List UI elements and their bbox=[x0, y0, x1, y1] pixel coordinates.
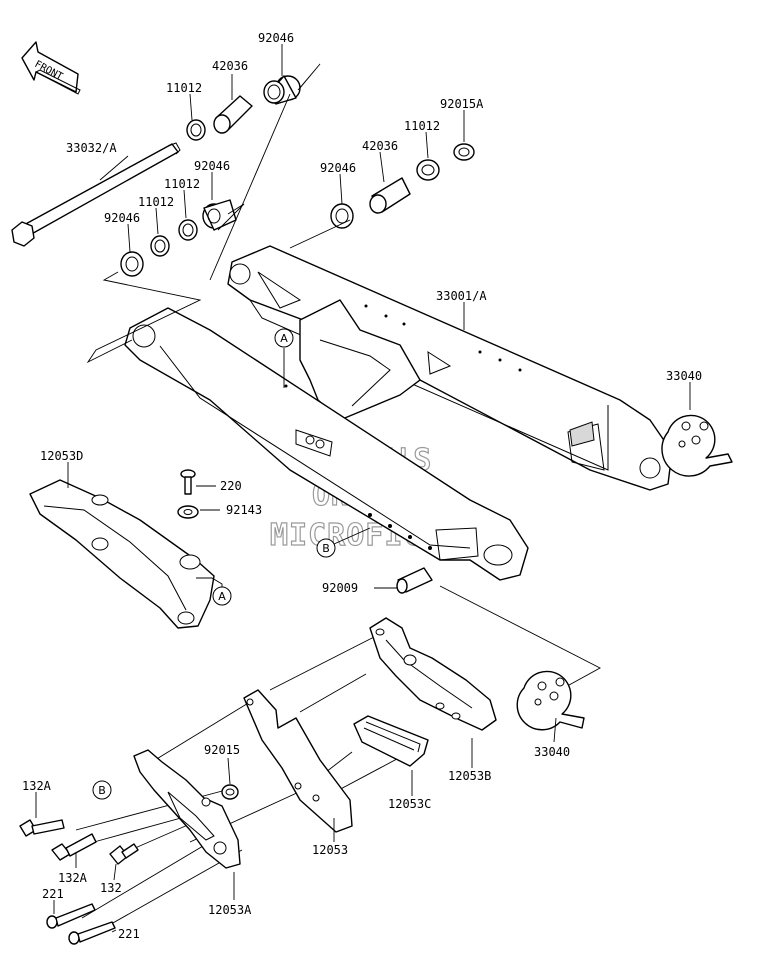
screw-221-lower-icon bbox=[68, 921, 116, 945]
callout-b-swingarm: B bbox=[316, 527, 371, 558]
part-label: 12053D bbox=[40, 449, 83, 463]
part-label: 92046 bbox=[194, 159, 230, 173]
front-arrow-icon: FRONT bbox=[21, 41, 81, 95]
callout-a-swingarm: A bbox=[274, 328, 294, 388]
part-label: 92046 bbox=[320, 161, 356, 175]
left-bearing-stack bbox=[120, 199, 237, 277]
bolt-132-icon bbox=[109, 843, 139, 865]
callout-a-guide: A bbox=[196, 577, 232, 606]
part-label: 33040 bbox=[534, 745, 570, 759]
collar-42036-top-icon bbox=[213, 95, 253, 134]
seal-11012-low-icon bbox=[150, 235, 170, 257]
seal-11012-mid-icon bbox=[178, 219, 198, 241]
label-leaders bbox=[35, 44, 691, 933]
part-label: 92015A bbox=[440, 97, 484, 111]
callout-a-guide-letter: A bbox=[218, 590, 226, 603]
bearing-92046-top-icon bbox=[263, 75, 301, 105]
bolt-132a-lower-icon bbox=[51, 833, 97, 861]
part-label: 92046 bbox=[258, 31, 294, 45]
part-label: 42036 bbox=[362, 139, 398, 153]
chain-adjuster-33040-top-icon bbox=[661, 414, 733, 477]
swingarm-33001a bbox=[124, 245, 673, 581]
part-label: 92143 bbox=[226, 503, 262, 517]
part-label: 11012 bbox=[164, 177, 200, 191]
part-label: 33040 bbox=[666, 369, 702, 383]
part-label: 221 bbox=[118, 927, 140, 941]
part-label: 132A bbox=[58, 871, 88, 885]
bearing-92046-low-icon bbox=[120, 251, 144, 277]
part-label: 12053A bbox=[208, 903, 252, 917]
callout-b-swingarm-letter: B bbox=[322, 542, 330, 555]
part-label: 12053 bbox=[312, 843, 348, 857]
stud-92009-icon bbox=[396, 567, 433, 594]
part-label: 33032/A bbox=[66, 141, 117, 155]
chain-guide-12053 bbox=[243, 689, 353, 833]
part-label: 221 bbox=[42, 887, 64, 901]
bolt-220-icon bbox=[180, 469, 196, 495]
part-label: 11012 bbox=[404, 119, 440, 133]
callout-b-guide: B bbox=[92, 780, 112, 800]
part-label: 12053C bbox=[388, 797, 431, 811]
part-label: 132A bbox=[22, 779, 52, 793]
part-label: 92015 bbox=[204, 743, 240, 757]
chain-guide-12053a bbox=[133, 749, 241, 869]
collar-42036-right-icon bbox=[369, 177, 411, 214]
part-label: 12053B bbox=[448, 769, 491, 783]
washer-92143-icon bbox=[177, 505, 199, 519]
part-label: 92009 bbox=[322, 581, 358, 595]
chain-guide-12053b bbox=[369, 617, 497, 731]
part-label: 92046 bbox=[104, 211, 140, 225]
nut-92015-icon bbox=[221, 784, 239, 800]
part-label: 220 bbox=[220, 479, 242, 493]
part-label: 42036 bbox=[212, 59, 248, 73]
part-label: 33001/A bbox=[436, 289, 487, 303]
part-label: 11012 bbox=[138, 195, 174, 209]
part-labels: 92046 42036 11012 92015A 11012 42036 920… bbox=[22, 31, 702, 941]
part-label: 132 bbox=[100, 881, 122, 895]
screw-221-upper-icon bbox=[46, 903, 96, 929]
bearing-92046-right-icon bbox=[330, 203, 354, 229]
chain-adjuster-33040-bottom-icon bbox=[516, 670, 585, 731]
callout-b-guide-letter: B bbox=[98, 784, 106, 797]
chain-guide-12053c bbox=[353, 715, 429, 767]
bolt-132a-upper-icon bbox=[19, 819, 65, 837]
pivot-shaft-33032a bbox=[11, 142, 181, 247]
callout-a-swingarm-letter: A bbox=[280, 332, 288, 345]
cap-92015a-icon bbox=[453, 143, 475, 161]
seal-11012-right-icon bbox=[416, 159, 440, 181]
bearing-92046-mid-icon bbox=[202, 199, 237, 231]
chain-guide-12053d bbox=[29, 479, 215, 629]
part-label: 11012 bbox=[166, 81, 202, 95]
seal-11012-top-icon bbox=[186, 119, 206, 141]
